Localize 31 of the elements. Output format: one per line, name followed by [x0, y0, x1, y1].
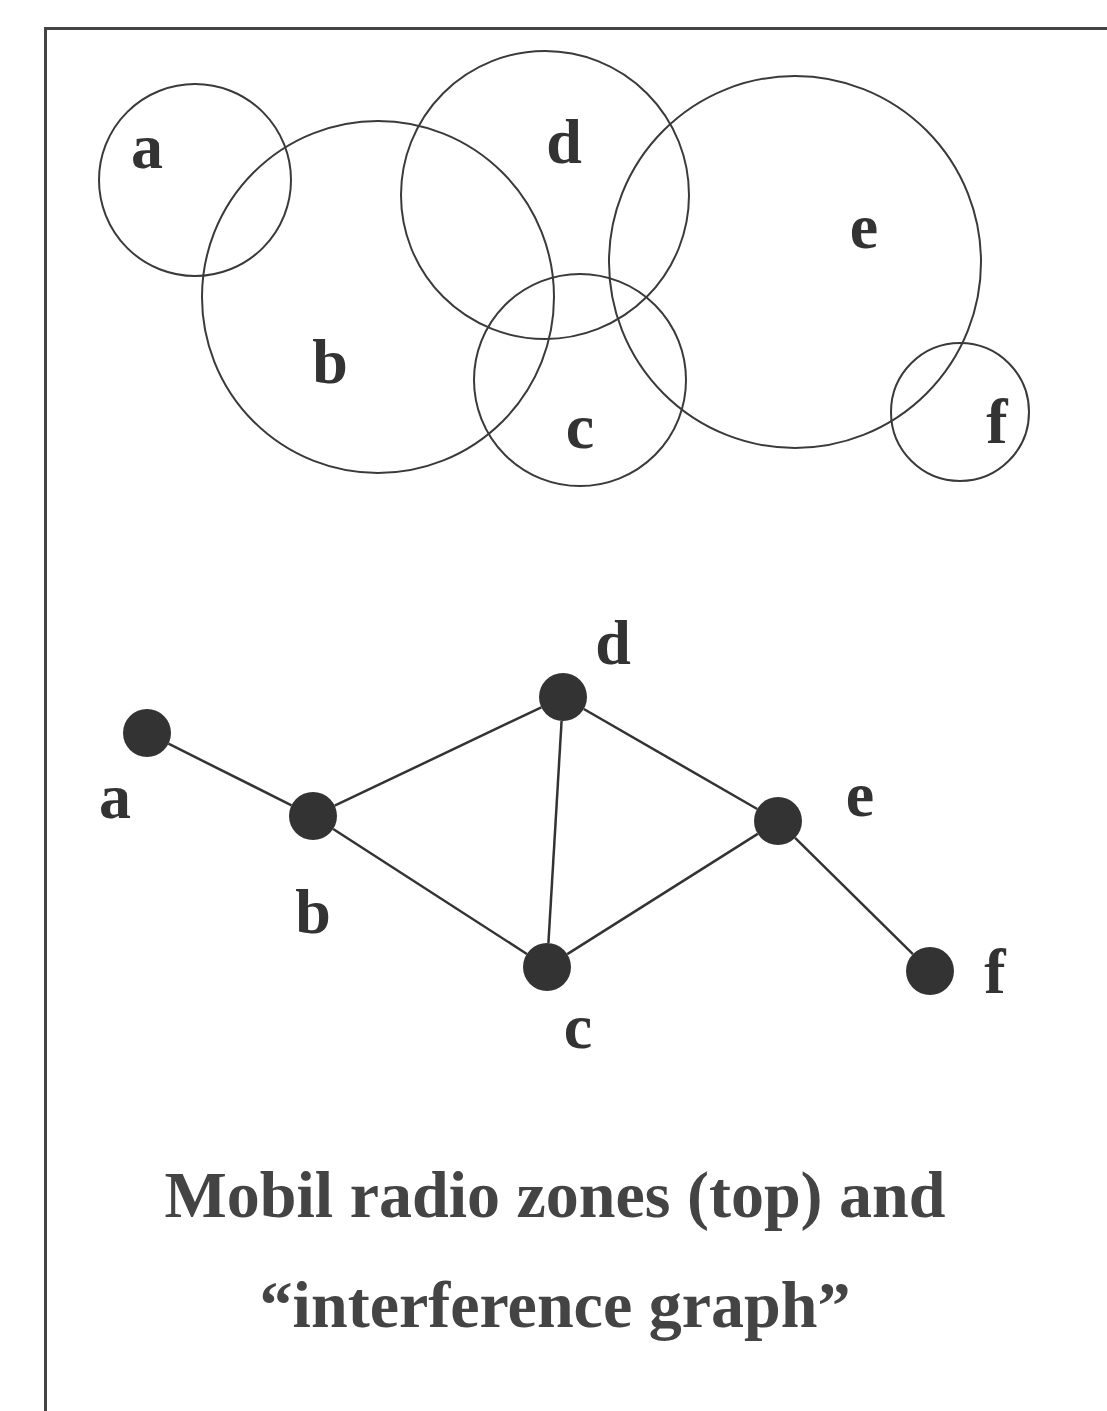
zone-circle	[608, 75, 982, 449]
zone-label: f	[986, 390, 1008, 454]
zone-label: c	[565, 395, 595, 459]
zone-label: a	[131, 115, 163, 179]
graph-vertex	[289, 792, 337, 840]
graph-edge	[566, 832, 759, 956]
zone-circle	[473, 273, 687, 487]
graph-edge	[332, 827, 528, 956]
zone-label: d	[546, 110, 582, 174]
graph-edge	[583, 707, 758, 811]
vertex-label: e	[845, 763, 875, 827]
graph-vertex	[539, 673, 587, 721]
caption: Mobil radio zones (top) and “interference graph”	[163, 1157, 947, 1343]
graph-edge	[794, 836, 914, 956]
graph-vertex	[754, 797, 802, 845]
vertex-label: c	[563, 995, 593, 1059]
graph-edge	[167, 742, 293, 807]
vertex-label: d	[595, 611, 631, 675]
zone-circle	[98, 83, 292, 277]
vertex-label: b	[295, 880, 331, 944]
zone-circle	[400, 50, 690, 340]
vertex-label: a	[99, 765, 131, 829]
vertex-label: f	[984, 940, 1006, 1004]
graph-vertex	[123, 709, 171, 757]
zone-label: b	[312, 330, 348, 394]
zone-label: e	[849, 195, 879, 259]
graph-edge	[334, 706, 542, 807]
graph-vertex	[523, 943, 571, 991]
graph-edge	[547, 720, 563, 944]
zone-circle	[890, 342, 1030, 482]
graph-vertex	[906, 947, 954, 995]
